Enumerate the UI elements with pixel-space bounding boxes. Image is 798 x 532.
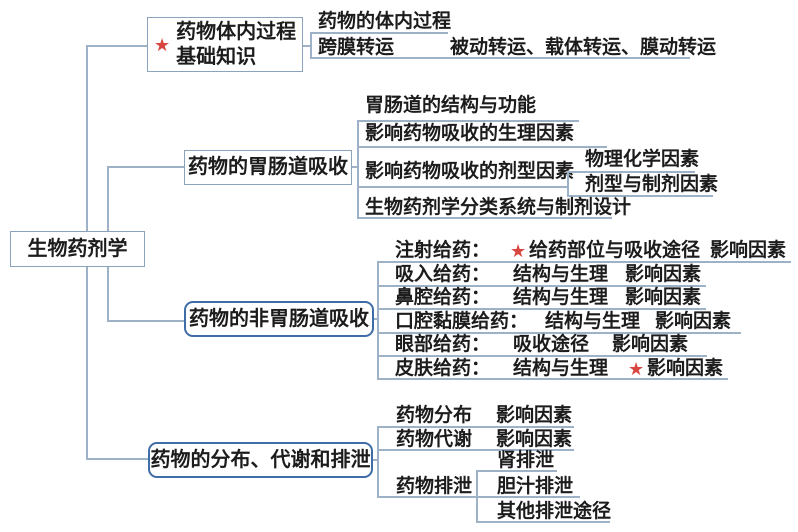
node-renal-excretion[interactable]: 肾排泄 — [497, 450, 555, 471]
node-injection-site-route[interactable]: 给药部位与吸收途径 — [529, 240, 701, 261]
node-gi-structure-function[interactable]: 胃肠道的结构与功能 — [365, 95, 537, 116]
node-oral-mucosa-structure[interactable]: 结构与生理 — [545, 311, 641, 332]
node-biliary-excretion[interactable]: 胆汁排泄 — [497, 476, 574, 497]
connector — [107, 320, 185, 322]
node-metabolism-label[interactable]: 药物代谢 — [396, 429, 473, 450]
connector — [476, 521, 610, 523]
node-physiological-factors[interactable]: 影响药物吸收的生理因素 — [365, 123, 575, 144]
connector — [377, 426, 574, 428]
node-non-gi-absorption-label: 药物的非胃肠道吸收 — [189, 307, 369, 330]
connector — [310, 32, 312, 58]
connector — [373, 318, 378, 320]
node-ocular-factors[interactable]: 影响因素 — [612, 334, 689, 355]
node-skin-factors[interactable]: 影响因素 — [647, 358, 724, 379]
star-icon: ★ — [510, 241, 527, 261]
node-other-excretion-routes[interactable]: 其他排泄途径 — [497, 501, 612, 522]
connector — [567, 171, 569, 197]
connector — [476, 496, 580, 498]
connector — [107, 166, 185, 168]
connector — [377, 285, 706, 287]
node-ocular-label[interactable]: 眼部给药： — [395, 334, 491, 355]
node-injection-factors[interactable]: 影响因素 — [710, 240, 787, 261]
node-inhalation-structure[interactable]: 结构与生理 — [513, 264, 609, 285]
node-oral-mucosa-label[interactable]: 口腔黏膜给药： — [395, 311, 529, 332]
node-inhalation-label[interactable]: 吸入给药： — [395, 264, 491, 285]
node-formulation-factors[interactable]: 剂型与制剂因素 — [585, 174, 719, 195]
connector — [377, 308, 706, 310]
connector — [310, 32, 448, 34]
node-basics-label-line2: 基础知识 — [176, 45, 257, 68]
node-ocular-route[interactable]: 吸收途径 — [513, 334, 590, 355]
node-in-vivo-process[interactable]: 药物的体内过程 — [318, 11, 452, 32]
connector — [377, 261, 791, 263]
connector — [86, 458, 150, 460]
node-basics-label-line1: 药物体内过程 — [176, 20, 297, 43]
node-excretion-label[interactable]: 药物排泄 — [396, 476, 473, 497]
node-bcs-design[interactable]: 生物药剂学分类系统与制剂设计 — [365, 197, 632, 218]
connector — [377, 355, 707, 357]
node-physicochemical-factors[interactable]: 物理化学因素 — [585, 149, 700, 170]
star-icon: ★ — [628, 359, 645, 379]
node-transmembrane-transport[interactable]: 跨膜转运 — [318, 37, 395, 58]
root-node[interactable]: 生物药剂学 — [10, 231, 145, 267]
node-dme-label: 药物的分布、代谢和排泄 — [150, 448, 371, 471]
node-injection-label[interactable]: 注射给药： — [395, 240, 491, 261]
node-skin-structure[interactable]: 结构与生理 — [513, 358, 609, 379]
node-metabolism-factors[interactable]: 影响因素 — [496, 429, 573, 450]
connector — [377, 426, 379, 498]
node-gi-absorption-label: 药物的胃肠道吸收 — [188, 156, 348, 178]
connector — [377, 496, 477, 498]
node-nasal-factors[interactable]: 影响因素 — [625, 287, 702, 308]
node-inhalation-factors[interactable]: 影响因素 — [625, 264, 702, 285]
connector — [377, 261, 379, 379]
node-nasal-label[interactable]: 鼻腔给药： — [395, 287, 491, 308]
connector — [377, 378, 728, 380]
node-oral-mucosa-factors[interactable]: 影响因素 — [655, 311, 732, 332]
connector — [357, 186, 568, 188]
connector — [352, 166, 358, 168]
connector — [372, 459, 378, 461]
node-non-gi-absorption[interactable]: 药物的非胃肠道吸收 — [184, 301, 374, 337]
node-distribution-label[interactable]: 药物分布 — [396, 405, 473, 426]
star-icon: ★ — [154, 34, 171, 55]
node-gi-absorption[interactable]: 药物的胃肠道吸收 — [184, 150, 352, 185]
connector — [357, 217, 612, 219]
node-skin-label[interactable]: 皮肤给药： — [395, 358, 491, 379]
node-basics[interactable]: ★ 药物体内过程 基础知识 — [147, 17, 303, 72]
node-distribution-factors[interactable]: 影响因素 — [496, 405, 573, 426]
node-nasal-structure[interactable]: 结构与生理 — [513, 287, 609, 308]
connector — [567, 195, 713, 197]
root-label: 生物药剂学 — [27, 237, 128, 260]
connector — [302, 45, 311, 47]
connector — [567, 171, 695, 173]
node-dosage-form-factors[interactable]: 影响药物吸收的剂型因素 — [365, 161, 575, 182]
node-transport-types[interactable]: 被动转运、载体转运、膜动转运 — [450, 37, 717, 58]
connector — [86, 45, 148, 47]
connector — [377, 449, 574, 451]
connector — [310, 57, 690, 59]
connector — [357, 120, 579, 122]
node-dme[interactable]: 药物的分布、代谢和排泄 — [148, 442, 373, 478]
connector — [357, 120, 359, 218]
connector — [476, 470, 557, 472]
connector — [377, 332, 741, 334]
connector — [357, 146, 607, 148]
